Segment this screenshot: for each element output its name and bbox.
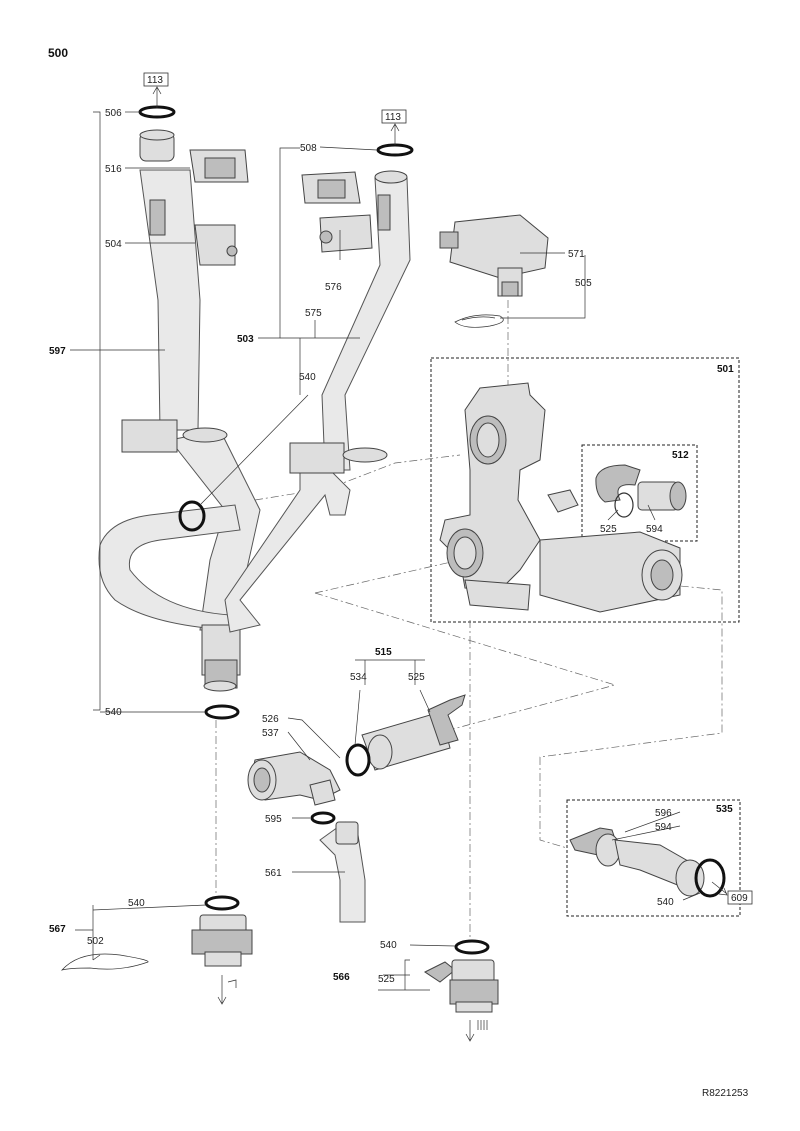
o-ring-506 xyxy=(138,105,176,119)
footer-code: R8221253 xyxy=(702,1088,749,1099)
o-ring-534 xyxy=(345,743,371,777)
clip-505 xyxy=(454,314,504,328)
label-534: 534 xyxy=(350,672,367,683)
assembly-535 xyxy=(569,827,705,897)
label-575: 575 xyxy=(305,308,322,319)
label-516: 516 xyxy=(105,164,122,175)
group-label-566: 566 xyxy=(333,972,350,983)
label-504: 504 xyxy=(105,239,122,250)
o-ring-540-b xyxy=(204,895,240,911)
clip-502 xyxy=(60,953,149,971)
pipe-597 xyxy=(98,169,261,692)
clip-upper-503 xyxy=(301,171,361,204)
cartridge-594 xyxy=(637,481,687,511)
svg-text:113: 113 xyxy=(147,75,163,86)
label-540-ring-a: 540 xyxy=(105,707,122,718)
pipe-503 xyxy=(224,170,411,633)
page-number: 500 xyxy=(48,46,68,60)
leader-lines xyxy=(70,111,701,991)
o-ring-508 xyxy=(376,143,414,157)
group-box-512 xyxy=(581,444,698,542)
group-label-501: 501 xyxy=(717,364,734,375)
group-box-535 xyxy=(566,799,741,917)
group-label-515: 515 xyxy=(375,647,392,658)
group-box-501 xyxy=(430,357,740,623)
group-label-512: 512 xyxy=(672,450,689,461)
label-595: 595 xyxy=(265,814,282,825)
clip-516 xyxy=(189,149,249,183)
o-ring-525 xyxy=(614,492,634,518)
group-label-567: 567 xyxy=(49,924,66,935)
label-525-512: 525 xyxy=(600,524,617,535)
o-ring-595 xyxy=(310,811,336,825)
label-540-566: 540 xyxy=(380,940,397,951)
cap-plug xyxy=(139,129,175,162)
label-576: 576 xyxy=(325,282,342,293)
ref-113-b: 113 xyxy=(381,109,407,145)
o-ring-540-535 xyxy=(694,858,726,898)
label-502: 502 xyxy=(87,936,104,947)
pressure-sensor-571 xyxy=(439,214,549,297)
label-596: 596 xyxy=(655,808,672,819)
ref-113-a: 113 xyxy=(143,72,169,108)
svg-text:113: 113 xyxy=(385,112,401,123)
label-537: 537 xyxy=(262,728,279,739)
o-ring-540-a xyxy=(204,704,240,720)
label-540-567: 540 xyxy=(128,898,145,909)
drain-symbol-567 xyxy=(217,975,237,1005)
label-540-pipe: 540 xyxy=(299,372,316,383)
label-525-566: 525 xyxy=(378,974,395,985)
label-506: 506 xyxy=(105,108,122,119)
group-label-597: 597 xyxy=(49,346,66,357)
label-594-512: 594 xyxy=(646,524,663,535)
label-526: 526 xyxy=(262,714,279,725)
valve-body-501 xyxy=(439,382,683,613)
fitting-515 xyxy=(361,694,466,771)
clip-576 xyxy=(319,214,373,253)
drain-fitting-566 xyxy=(424,959,499,1013)
drain-fitting-567 xyxy=(191,914,253,967)
group-label-535: 535 xyxy=(716,804,733,815)
label-525-515: 525 xyxy=(408,672,425,683)
assembly-lines xyxy=(215,300,723,940)
label-561: 561 xyxy=(265,868,282,879)
elbow-fitting-537 xyxy=(247,751,341,806)
label-594-535: 594 xyxy=(655,822,672,833)
drain-symbol-566 xyxy=(465,1020,488,1042)
group-label-503: 503 xyxy=(237,334,254,345)
clip-512 xyxy=(595,464,641,503)
ref-609: 609 xyxy=(711,881,753,905)
clip-504 xyxy=(194,224,238,266)
o-ring-540-c xyxy=(454,939,490,955)
label-540-535: 540 xyxy=(657,897,674,908)
svg-text:609: 609 xyxy=(731,893,748,904)
o-ring-540-pipe xyxy=(178,500,206,532)
label-505: 505 xyxy=(575,278,592,289)
label-571: 571 xyxy=(568,249,585,260)
label-508: 508 xyxy=(300,143,317,154)
